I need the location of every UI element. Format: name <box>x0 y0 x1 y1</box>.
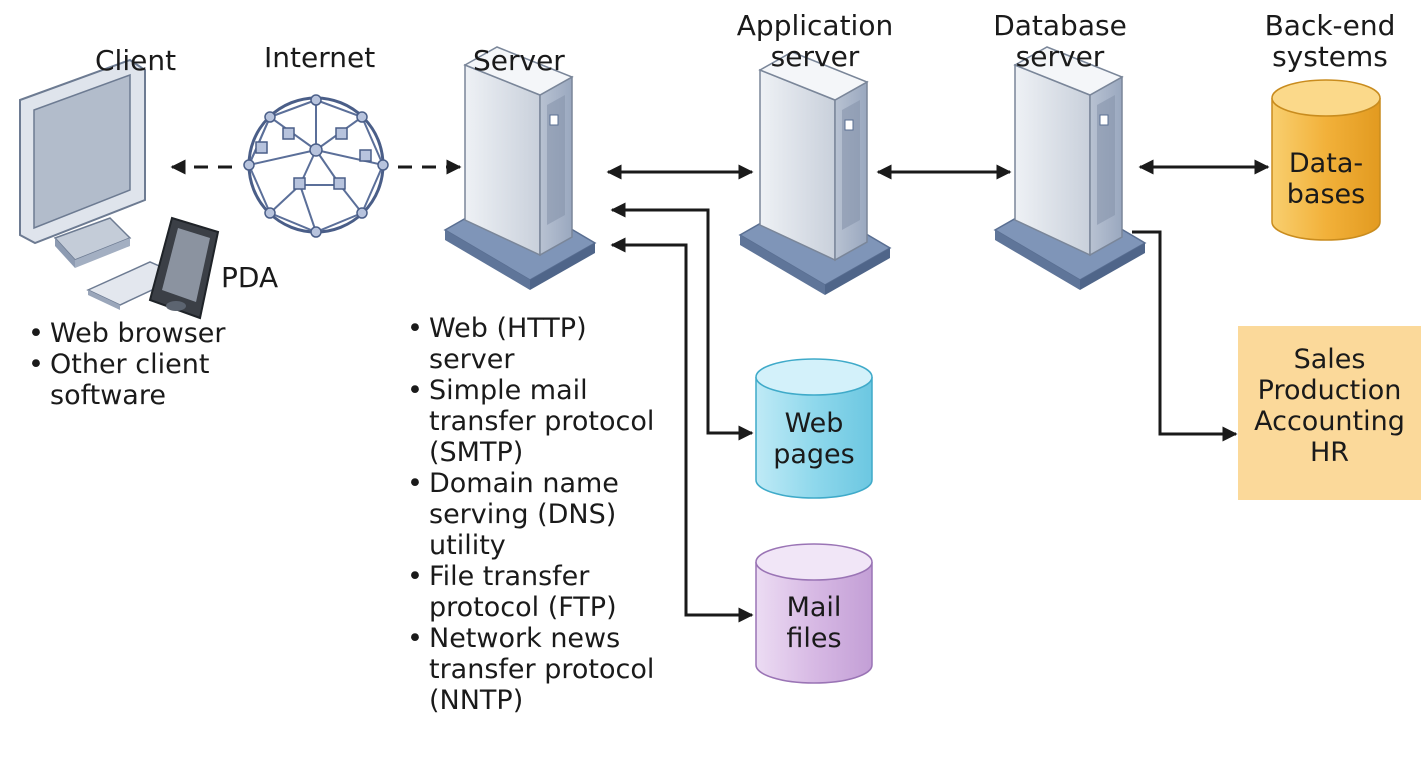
backend-systems-box <box>1238 326 1421 500</box>
list-item: Web browser <box>26 318 225 349</box>
internet-label: Internet <box>264 41 376 74</box>
database-server-icon <box>994 46 1146 291</box>
internet-globe-icon <box>243 94 389 238</box>
server-mailfiles-arrow <box>610 237 754 623</box>
client-monitor-icon <box>19 58 146 268</box>
application-server-icon <box>739 51 891 296</box>
list-item: Domain name serving (DNS) utility <box>405 468 654 561</box>
databases-cylinder-icon <box>1271 79 1381 241</box>
web-pages-cylinder-icon <box>755 358 873 499</box>
databases-label: Data-bases <box>1286 148 1366 210</box>
server-services-list: Web (HTTP) server Simple mail transfer p… <box>405 313 654 716</box>
client-label: Client <box>95 44 177 77</box>
mail-files-cylinder-icon <box>755 543 873 684</box>
pda-icon <box>148 216 220 320</box>
pda-label: PDA <box>221 261 279 294</box>
list-item: Network news transfer protocol (NNTP) <box>405 623 654 716</box>
list-item: File transfer protocol (FTP) <box>405 561 654 623</box>
client-features-list: Web browser Other client software <box>26 318 225 411</box>
server-icon <box>444 46 596 291</box>
connectors <box>170 159 1270 623</box>
server-label: Server <box>473 44 565 77</box>
dbserver-backend-arrow <box>1132 230 1238 442</box>
list-item: Other client software <box>26 349 225 411</box>
list-item: Web (HTTP) server <box>405 313 654 375</box>
list-item: Simple mail transfer protocol (SMTP) <box>405 375 654 468</box>
